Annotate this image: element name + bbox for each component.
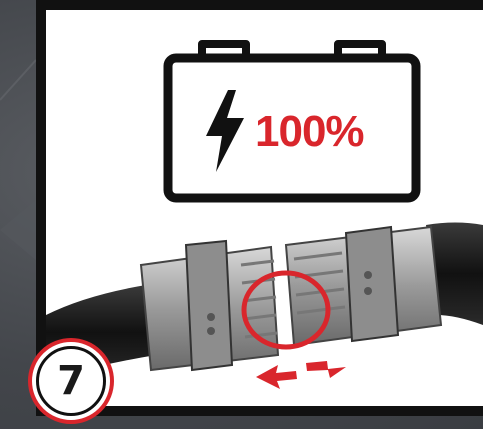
battery-charge-label: 100%	[255, 102, 385, 162]
step-number: 7	[57, 358, 85, 404]
step-badge: 7	[28, 338, 114, 424]
double-arrow-icon	[256, 361, 346, 389]
instruction-card: 100%	[46, 10, 483, 406]
lightning-bolt-icon	[200, 88, 248, 174]
